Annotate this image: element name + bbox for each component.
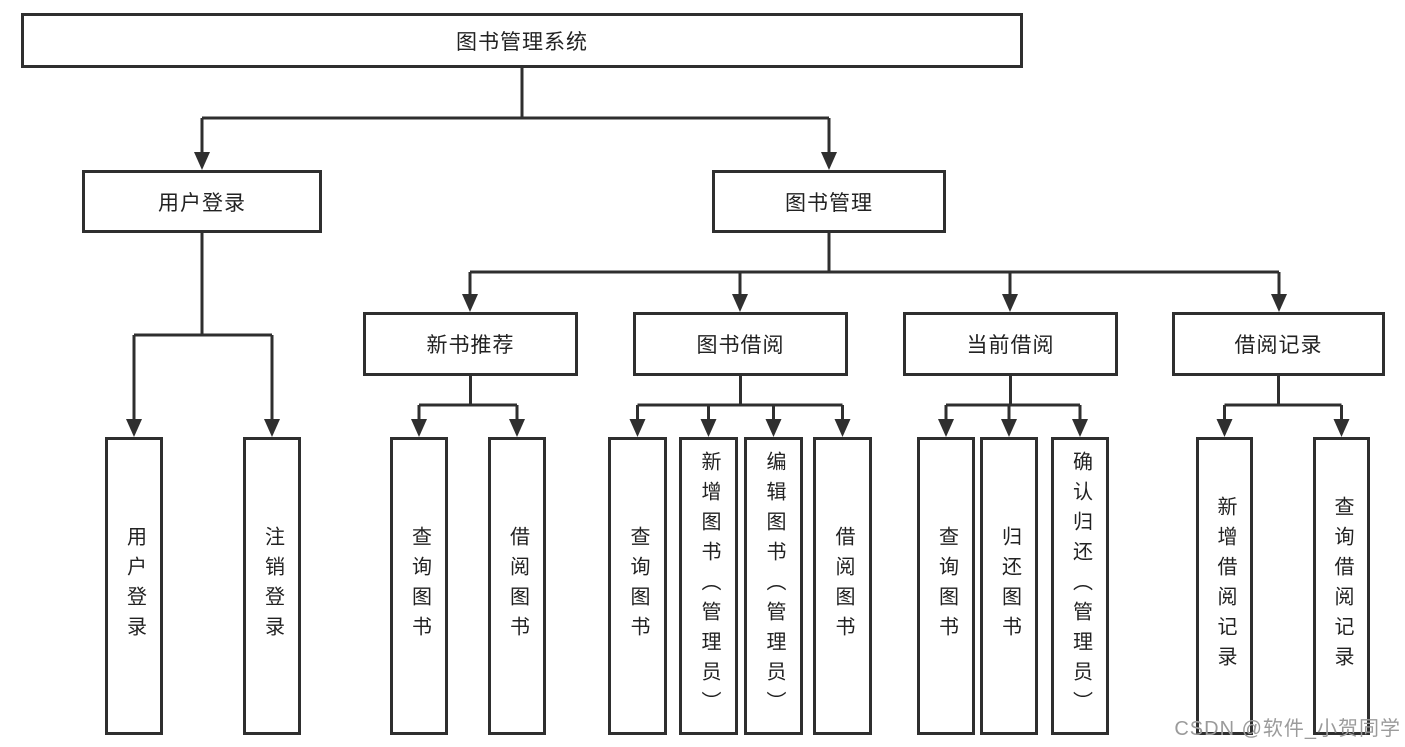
node-book-management: 图书管理 xyxy=(712,170,946,233)
csdn-watermark: CSDN @软件_小贺同学 xyxy=(1174,718,1401,740)
leaf-label: 借阅图书 xyxy=(832,526,854,646)
leaf-rec-borrow-books: 借阅图书 xyxy=(488,437,546,735)
node-new-book-recommend: 新书推荐 xyxy=(363,312,578,376)
leaf-borrow-borrow-books: 借阅图书 xyxy=(813,437,872,735)
leaf-label: 用户登录 xyxy=(123,526,146,646)
node-label: 图书借阅 xyxy=(696,334,785,357)
arrowheads xyxy=(126,152,1350,437)
leaf-current-confirm-return-admin: 确认归还（管理员） xyxy=(1051,437,1109,735)
leaf-current-return-books: 归还图书 xyxy=(980,437,1038,735)
leaf-current-query-books: 查询图书 xyxy=(917,437,975,735)
leaf-borrow-add-books-admin: 新增图书（管理员） xyxy=(679,437,738,735)
leaf-label: 查询图书 xyxy=(408,526,431,646)
node-label: 借阅记录 xyxy=(1234,334,1323,357)
leaf-label: 确认归还（管理员） xyxy=(1069,451,1092,721)
leaf-label: 查询图书 xyxy=(627,526,649,646)
leaf-records-add-record: 新增借阅记录 xyxy=(1196,437,1253,735)
leaf-label: 新增图书（管理员） xyxy=(698,451,720,721)
leaf-label: 查询借阅记录 xyxy=(1331,496,1353,676)
leaf-borrow-edit-books-admin: 编辑图书（管理员） xyxy=(744,437,803,735)
node-label: 图书管理 xyxy=(785,191,873,215)
leaf-logout-login: 注销登录 xyxy=(243,437,301,735)
leaf-user-login: 用户登录 xyxy=(105,437,163,735)
leaf-label: 新增借阅记录 xyxy=(1214,496,1236,676)
node-label: 用户登录 xyxy=(158,191,246,215)
node-book-borrowing: 图书借阅 xyxy=(633,312,848,376)
node-library-management-system: 图书管理系统 xyxy=(21,13,1023,68)
leaf-label: 查询图书 xyxy=(935,526,958,646)
leaf-records-query-record: 查询借阅记录 xyxy=(1313,437,1370,735)
node-label: 当前借阅 xyxy=(966,334,1055,357)
leaf-label: 借阅图书 xyxy=(506,526,529,646)
node-label: 新书推荐 xyxy=(426,334,515,357)
node-user-login: 用户登录 xyxy=(82,170,322,233)
node-borrowing-records: 借阅记录 xyxy=(1172,312,1385,376)
leaf-rec-query-books: 查询图书 xyxy=(390,437,448,735)
leaf-borrow-query-books: 查询图书 xyxy=(608,437,667,735)
leaf-label: 编辑图书（管理员） xyxy=(763,451,785,721)
node-current-borrowing: 当前借阅 xyxy=(903,312,1118,376)
leaf-label: 注销登录 xyxy=(261,526,284,646)
node-label: 图书管理系统 xyxy=(456,30,588,54)
leaf-label: 归还图书 xyxy=(998,526,1021,646)
